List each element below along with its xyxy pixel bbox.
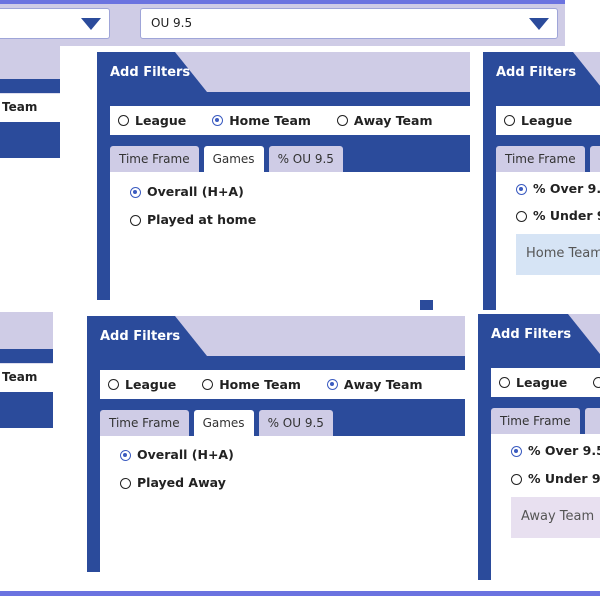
scope-radio-option[interactable]: Away Team — [326, 377, 423, 392]
scope-radio-option[interactable]: Away Team — [336, 113, 433, 128]
tab[interactable] — [584, 408, 600, 434]
scope-radio-option[interactable]: Home Team — [202, 377, 301, 392]
scope-radio-group: League — [496, 106, 600, 135]
header-decoration — [573, 52, 600, 92]
radio-icon[interactable] — [516, 183, 527, 195]
radio-icon[interactable] — [499, 377, 510, 388]
scope-radio-group: League — [491, 368, 600, 397]
team-option[interactable]: Team — [0, 363, 53, 392]
top-border — [0, 0, 565, 4]
radio-icon[interactable] — [130, 214, 141, 226]
scope-radio-option[interactable]: League — [499, 375, 567, 390]
tab-content: % Over 9.5 % Under 9.5Home Team — [496, 172, 600, 310]
option-label: % Under 9.5 — [533, 208, 600, 223]
radio-label: League — [521, 113, 573, 128]
radio-label: League — [135, 113, 187, 128]
scope-radio-option[interactable]: League — [504, 113, 572, 128]
radio-icon[interactable] — [326, 379, 338, 390]
radio-icon[interactable] — [212, 115, 224, 126]
filter-option[interactable]: % Over 9.5 — [511, 443, 600, 459]
option-label: % Over 9.5 — [528, 443, 600, 458]
scope-radio-option[interactable]: League — [108, 377, 176, 392]
scope-radio-group: League Home Team Away Team — [110, 106, 470, 135]
radio-label: Home Team — [229, 113, 311, 128]
option-label: % Under 9.5 — [528, 471, 600, 486]
tab[interactable]: Time Frame — [491, 408, 580, 434]
panel-title: Add Filters — [110, 65, 191, 80]
ou-dropdown[interactable]: OU 9.5 — [140, 8, 558, 39]
tab[interactable] — [589, 146, 600, 172]
filter-option[interactable]: Played Away — [120, 475, 226, 491]
scope-radio-option[interactable] — [593, 377, 600, 388]
left-dropdown[interactable] — [0, 8, 110, 39]
tab[interactable]: % OU 9.5 — [258, 410, 333, 436]
scope-radio-option[interactable]: League — [118, 113, 186, 128]
panel-fragment-bottom-left: Team — [0, 312, 53, 428]
tab-bar: Time Frame — [496, 146, 600, 172]
header-decoration — [175, 52, 470, 92]
tab-content: Overall (H+A) Played at home — [110, 172, 470, 300]
radio-icon[interactable] — [118, 115, 129, 126]
radio-label: League — [125, 377, 177, 392]
panel-title: Add Filters — [491, 327, 572, 342]
filter-option[interactable]: % Under 9.5 — [511, 471, 600, 487]
bottom-border — [0, 591, 600, 596]
filter-option[interactable]: % Under 9.5 — [516, 208, 600, 224]
selected-team-box: Home Team — [516, 234, 600, 275]
option-label: Played Away — [137, 475, 226, 490]
filter-option[interactable]: Played at home — [130, 212, 256, 228]
ou-dropdown-value: OU 9.5 — [151, 16, 193, 30]
radio-icon[interactable] — [120, 449, 131, 461]
radio-icon[interactable] — [504, 115, 515, 126]
option-label: % Over 9.5 — [533, 181, 600, 196]
radio-icon[interactable] — [511, 445, 522, 457]
radio-icon[interactable] — [108, 379, 119, 390]
radio-icon[interactable] — [130, 186, 141, 198]
radio-icon[interactable] — [120, 477, 131, 489]
tab-content: % Over 9.5 % Under 9.5Away Team — [491, 434, 600, 580]
filter-option[interactable]: Overall (H+A) — [130, 184, 244, 200]
option-label: Played at home — [147, 212, 257, 227]
scope-radio-group: League Home Team Away Team — [100, 370, 465, 399]
tab[interactable]: Time Frame — [100, 410, 189, 436]
scope-radio-option[interactable]: Home Team — [212, 113, 311, 128]
header-decoration — [175, 316, 465, 356]
panel-edge — [420, 300, 433, 310]
radio-icon[interactable] — [593, 377, 600, 388]
team-option[interactable]: Team — [0, 93, 60, 122]
tab[interactable]: % OU 9.5 — [268, 146, 343, 172]
radio-label: Away Team — [353, 113, 433, 128]
radio-icon[interactable] — [336, 115, 348, 126]
chevron-down-icon — [81, 18, 101, 30]
header-decoration — [568, 314, 600, 354]
radio-icon[interactable] — [511, 473, 522, 485]
tab[interactable]: Games — [203, 146, 264, 172]
panel-title: Add Filters — [496, 65, 577, 80]
tab-content: Overall (H+A) Played Away — [100, 436, 465, 572]
tab[interactable]: Games — [193, 410, 254, 436]
chevron-down-icon — [529, 18, 549, 30]
radio-icon[interactable] — [202, 379, 214, 390]
radio-label: Home Team — [219, 377, 301, 392]
radio-icon[interactable] — [516, 210, 527, 222]
option-label: Overall (H+A) — [147, 184, 244, 199]
panel-title: Add Filters — [100, 329, 181, 344]
option-label: Overall (H+A) — [137, 447, 234, 462]
tab[interactable]: Time Frame — [110, 146, 199, 172]
filter-option[interactable]: Overall (H+A) — [120, 447, 234, 463]
tab[interactable]: Time Frame — [496, 146, 585, 172]
tab-bar: Time Frame — [491, 408, 600, 434]
filter-option[interactable]: % Over 9.5 — [516, 181, 600, 197]
radio-label: League — [516, 375, 568, 390]
selected-team-box: Away Team — [511, 497, 600, 538]
panel-fragment-top-left: Team — [0, 46, 60, 158]
radio-label: Away Team — [343, 377, 423, 392]
